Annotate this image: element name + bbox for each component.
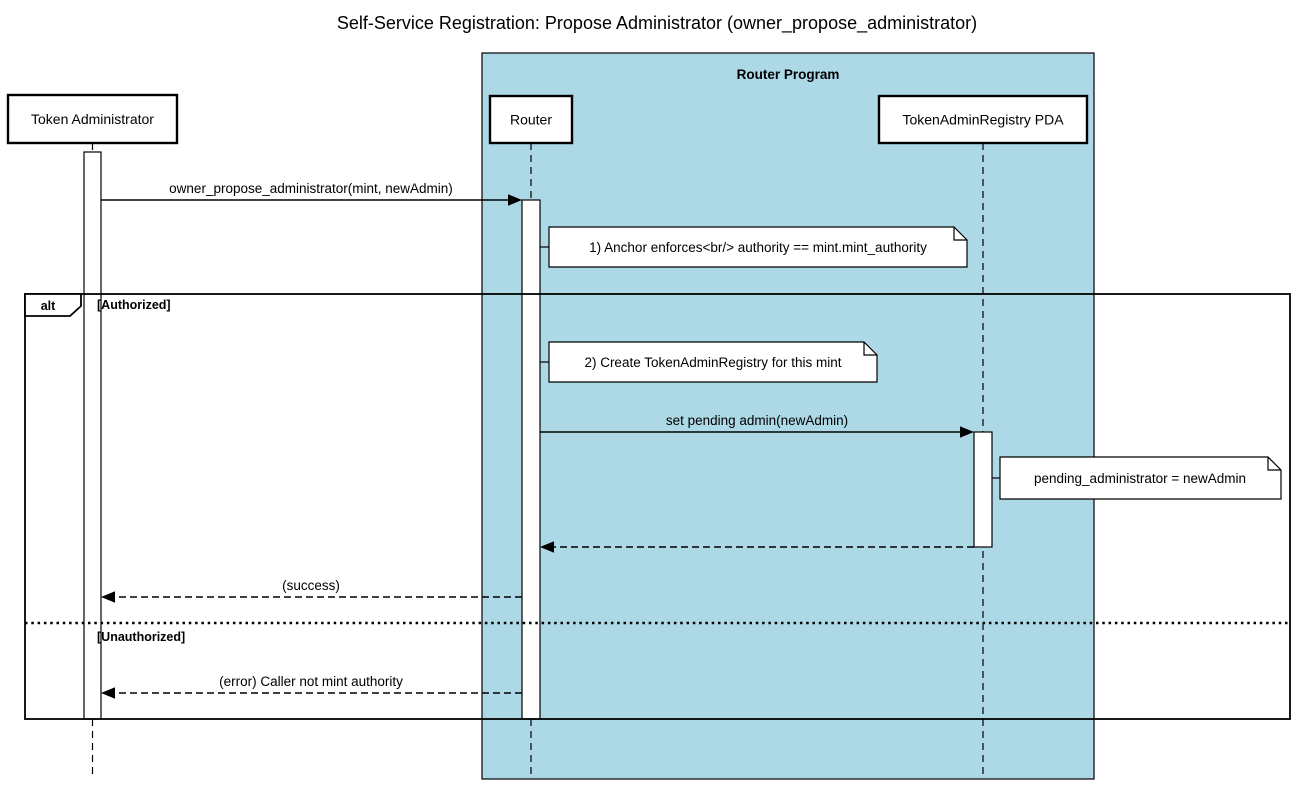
- group-router-program-label: Router Program: [737, 67, 840, 82]
- diagram-title: Self-Service Registration: Propose Admin…: [337, 13, 977, 34]
- alt-operator-box: [24, 293, 82, 317]
- message-propose-label: owner_propose_administrator(mint, newAdm…: [169, 181, 453, 196]
- alt-branch-unauthorized-label: [Unauthorized]: [97, 630, 185, 644]
- message-registry-return-arrowhead: [540, 541, 554, 553]
- note-anchor-enforces-text: 1) Anchor enforces<br/> authority == min…: [589, 240, 927, 255]
- group-router-program: [481, 52, 1095, 780]
- note-create-registry-text: 2) Create TokenAdminRegistry for this mi…: [584, 355, 841, 370]
- message-success-arrowhead: [101, 591, 115, 603]
- activation-router: [521, 199, 541, 720]
- note-create-registry: [548, 341, 878, 383]
- message-propose-arrowhead: [508, 194, 522, 206]
- participant-token-admin-registry-pda: [877, 94, 1089, 145]
- participant-token-admin-registry-pda-label: TokenAdminRegistry PDA: [902, 112, 1064, 128]
- message-success-label: (success): [282, 578, 340, 593]
- message-error-label: (error) Caller not mint authority: [219, 674, 403, 689]
- note-fold-icon: [1267, 457, 1281, 471]
- alt-frame: [24, 293, 1291, 720]
- participant-token-administrator-label: Token Administrator: [31, 111, 154, 127]
- note-fold-icon: [953, 227, 967, 241]
- participant-router-label: Router: [510, 112, 552, 128]
- alt-operator-label: alt: [41, 299, 56, 313]
- note-fold-icon: [863, 342, 877, 356]
- alt-branch-authorized-label: [Authorized]: [97, 298, 171, 312]
- note-pending-admin-text: pending_administrator = newAdmin: [1034, 471, 1246, 486]
- participant-token-administrator: [6, 93, 179, 145]
- activation-token-admin-registry-pda: [973, 431, 993, 548]
- participant-router: [488, 94, 574, 145]
- note-pending-admin: [999, 456, 1282, 500]
- message-error-arrowhead: [101, 687, 115, 699]
- note-anchor-enforces: [548, 226, 968, 268]
- message-set-pending-label: set pending admin(newAdmin): [666, 413, 848, 428]
- message-set-pending-arrowhead: [960, 426, 974, 438]
